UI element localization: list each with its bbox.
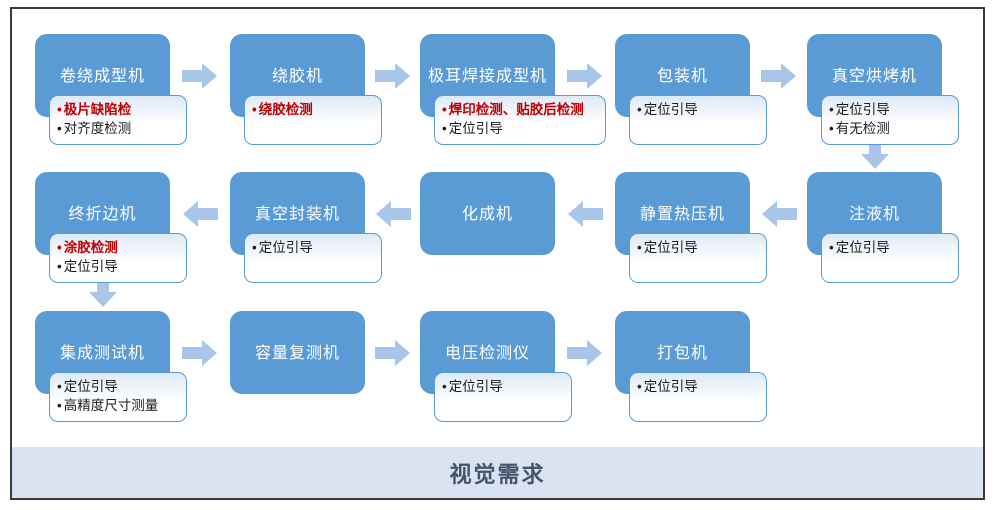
bullet-item: •涂胶检测 — [57, 238, 182, 257]
machine-box: 容量复测机 — [230, 311, 365, 394]
machine-label: 绕胶机 — [271, 67, 323, 85]
diagram-frame: 卷绕成型机•极片缺陷检•对齐度检测绕胶机•绕胶检测极耳焊接成型机•焊印检测、贴胶… — [10, 7, 985, 500]
vision-callout: •定位引导 — [629, 233, 767, 283]
bullet-dot: • — [57, 379, 62, 394]
bullet-item: •定位引导 — [637, 377, 762, 396]
bullet-text: 定位引导 — [63, 259, 118, 274]
machine-label: 终折边机 — [68, 205, 137, 223]
bullet-text: 定位引导 — [643, 379, 698, 394]
bullet-text: 极片缺陷检 — [63, 102, 132, 117]
bottom-title-label: 视觉需求 — [449, 461, 546, 487]
bullet-item: •对齐度检测 — [57, 119, 182, 138]
bullet-dot: • — [57, 259, 62, 274]
process-flowchart: 卷绕成型机•极片缺陷检•对齐度检测绕胶机•绕胶检测极耳焊接成型机•焊印检测、贴胶… — [12, 9, 983, 498]
bullet-text: 绕胶检测 — [258, 102, 313, 117]
bullet-dot: • — [57, 121, 62, 136]
vision-callout: •定位引导•有无检测 — [821, 95, 959, 145]
flow-arrow-left-icon — [567, 200, 603, 228]
flow-arrow-right-icon — [760, 62, 797, 90]
bullet-text: 焊印检测、贴胶后检测 — [448, 102, 584, 117]
machine-label: 注液机 — [848, 205, 900, 223]
bullet-text: 定位引导 — [448, 121, 503, 136]
vision-callout: •焊印检测、贴胶后检测•定位引导 — [434, 95, 606, 145]
bullet-text: 对齐度检测 — [63, 121, 132, 136]
bullet-dot: • — [829, 121, 834, 136]
flow-arrow-left-icon — [375, 200, 411, 228]
bullet-text: 定位引导 — [63, 379, 118, 394]
bullet-dot: • — [57, 398, 62, 413]
machine-label: 集成测试机 — [59, 344, 145, 362]
bullet-item: •高精度尺寸测量 — [57, 396, 182, 415]
bullet-item: •定位引导 — [829, 100, 954, 119]
flow-arrow-right-icon — [182, 62, 218, 90]
machine-label: 容量复测机 — [254, 344, 340, 362]
flow-arrow-right-icon — [374, 62, 411, 90]
machine-label: 真空封装机 — [254, 205, 340, 223]
machine-box: 化成机 — [420, 172, 555, 255]
bullet-dot: • — [829, 102, 834, 117]
bullet-text: 高精度尺寸测量 — [63, 398, 159, 413]
bullet-dot: • — [57, 240, 62, 255]
flow-arrow-left-icon — [761, 200, 797, 228]
machine-label: 卷绕成型机 — [59, 67, 145, 85]
bullet-item: •焊印检测、贴胶后检测 — [442, 100, 601, 119]
machine-label: 包装机 — [656, 67, 708, 85]
bullet-item: •定位引导 — [829, 238, 954, 257]
vision-callout: •定位引导 — [629, 95, 767, 145]
bullet-text: 定位引导 — [643, 102, 698, 117]
flow-arrow-right-icon — [567, 339, 603, 367]
bullet-text: 涂胶检测 — [63, 240, 118, 255]
vision-callout: •极片缺陷检•对齐度检测 — [49, 95, 187, 145]
bullet-item: •定位引导 — [442, 119, 601, 138]
vision-callout: •绕胶检测 — [244, 95, 382, 145]
vision-callout: •定位引导 — [821, 233, 959, 283]
bullet-dot: • — [442, 102, 447, 117]
bullet-text: 定位引导 — [643, 240, 698, 255]
vision-callout: •定位引导 — [244, 233, 382, 283]
bullet-item: •绕胶检测 — [252, 100, 377, 119]
flow-arrow-right-icon — [182, 339, 218, 367]
bullet-item: •定位引导 — [637, 100, 762, 119]
bullet-text: 定位引导 — [835, 240, 890, 255]
bullet-item: •定位引导 — [57, 377, 182, 396]
bullet-text: 有无检测 — [835, 121, 890, 136]
bullet-dot: • — [829, 240, 834, 255]
vision-callout: •定位引导 — [434, 372, 572, 422]
bullet-dot: • — [252, 102, 257, 117]
flow-arrow-right-icon — [567, 62, 603, 90]
machine-label: 打包机 — [656, 344, 708, 362]
bullet-item: •极片缺陷检 — [57, 100, 182, 119]
bullet-dot: • — [442, 121, 447, 136]
vision-callout: •定位引导 — [629, 372, 767, 422]
bullet-text: 定位引导 — [448, 379, 503, 394]
machine-label: 极耳焊接成型机 — [427, 67, 547, 85]
bullet-dot: • — [637, 240, 642, 255]
bullet-dot: • — [252, 240, 257, 255]
machine-label: 化成机 — [461, 205, 513, 223]
bullet-item: •定位引导 — [252, 238, 377, 257]
flow-arrow-right-icon — [374, 339, 411, 367]
bullet-dot: • — [637, 379, 642, 394]
flow-arrow-down-icon — [860, 130, 890, 170]
flow-arrow-down-icon — [88, 268, 118, 308]
bullet-text: 定位引导 — [258, 240, 313, 255]
bullet-text: 定位引导 — [835, 102, 890, 117]
bullet-item: •定位引导 — [57, 257, 182, 276]
bullet-dot: • — [442, 379, 447, 394]
bullet-item: •有无检测 — [829, 119, 954, 138]
bottom-title-bar: 视觉需求 — [12, 447, 983, 498]
bullet-dot: • — [57, 102, 62, 117]
bullet-item: •定位引导 — [637, 238, 762, 257]
machine-label: 静置热压机 — [639, 205, 725, 223]
flow-arrow-left-icon — [182, 200, 218, 228]
bullet-dot: • — [637, 102, 642, 117]
vision-callout: •定位引导•高精度尺寸测量 — [49, 372, 187, 422]
vision-callout: •涂胶检测•定位引导 — [49, 233, 187, 283]
bullet-item: •定位引导 — [442, 377, 567, 396]
machine-label: 真空烘烤机 — [831, 67, 917, 85]
machine-label: 电压检测仪 — [444, 344, 530, 362]
